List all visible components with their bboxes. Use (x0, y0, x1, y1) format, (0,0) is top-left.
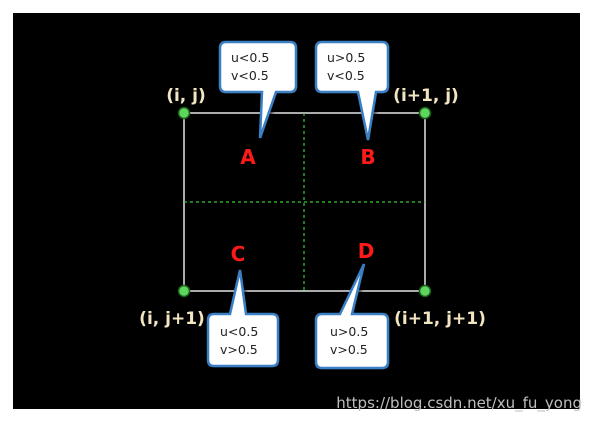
region-label-a: A (240, 145, 256, 169)
callout-a-line1: u<0.5 (231, 50, 269, 65)
callout-c-line1: u<0.5 (220, 324, 258, 339)
node-top-right (418, 106, 432, 120)
callout-b-bubble (314, 40, 390, 141)
callout-b (314, 40, 390, 141)
region-label-d: D (358, 239, 375, 263)
callout-c-line2: v>0.5 (220, 342, 258, 357)
region-label-c: C (231, 242, 246, 266)
callout-d-bubble (314, 263, 390, 370)
corner-label-bottom-left: (i, j+1) (139, 309, 205, 329)
watermark-text: https://blog.csdn.net/xu_fu_yong (336, 394, 582, 413)
callout-a-bubble (218, 40, 298, 139)
node-top-left (177, 106, 191, 120)
corner-label-top-left: (i, j) (166, 86, 206, 106)
callout-d (314, 263, 390, 370)
callout-d-line2: v>0.5 (330, 342, 368, 357)
callout-c (206, 269, 280, 368)
region-label-b: B (360, 145, 375, 169)
callout-c-bubble (206, 269, 280, 368)
node-bottom-left (177, 284, 191, 298)
callout-a (218, 40, 298, 139)
corner-label-top-right: (i+1, j) (393, 86, 459, 106)
callout-b-line1: u>0.5 (327, 50, 365, 65)
callout-d-line1: u>0.5 (330, 324, 368, 339)
node-bottom-right (418, 284, 432, 298)
corner-label-bottom-right: (i+1, j+1) (394, 309, 486, 329)
callout-a-line2: v<0.5 (231, 68, 269, 83)
callout-b-line2: v<0.5 (327, 68, 365, 83)
